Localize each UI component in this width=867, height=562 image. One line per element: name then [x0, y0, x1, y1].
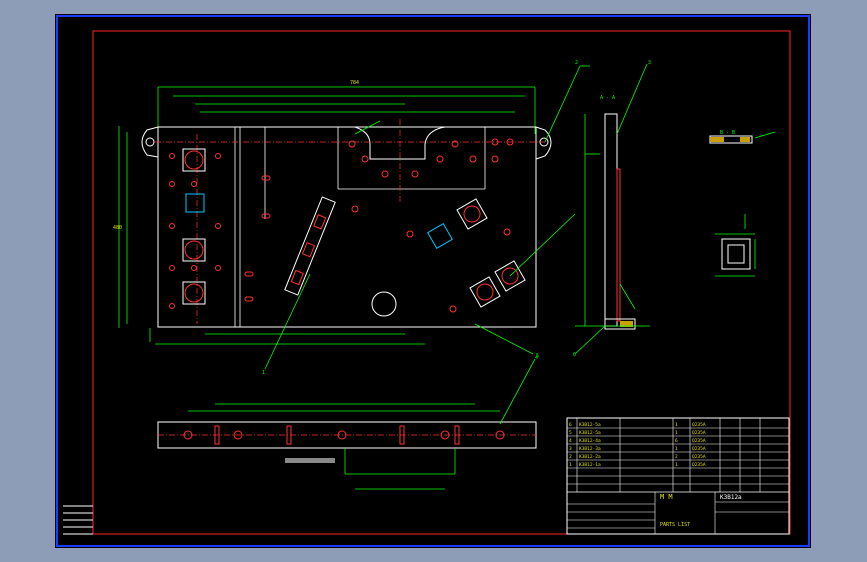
- overall-width-dim: 784: [350, 80, 359, 86]
- left-lug: [141, 126, 159, 158]
- part-row-6-qty: 1: [675, 462, 678, 468]
- inclined-bracket: [284, 196, 336, 296]
- highlighted-boss: [185, 193, 205, 213]
- drawing-number: K3B12a: [720, 494, 742, 501]
- side-view-aa: A - A: [574, 63, 650, 355]
- part-row-1-no: 6: [569, 422, 572, 428]
- balloon-6: 6: [573, 352, 576, 358]
- part-row-1-code: K3B12-5a: [579, 422, 601, 428]
- parts-list-header: PARTS LIST: [660, 522, 690, 528]
- part-row-5-no: 2: [569, 454, 572, 460]
- overall-height-dim: 480: [113, 225, 122, 231]
- sheet-border: [56, 15, 810, 547]
- part-row-5-code: K3B12-2a: [579, 454, 601, 460]
- part-row-1-qty: 1: [675, 422, 678, 428]
- part-row-4-code: K3B12-3a: [579, 446, 601, 452]
- part-row-5-material: Q235A: [692, 454, 706, 460]
- part-row-2-code: K3B12-5a: [579, 430, 601, 436]
- front-elevation: [157, 358, 537, 490]
- left-revision-block: [63, 505, 93, 535]
- part-row-4-qty: 1: [675, 446, 678, 452]
- large-hole: [371, 291, 397, 317]
- drawing-frame: [92, 30, 791, 535]
- part-row-3-material: Q235A: [692, 438, 706, 444]
- balloon-2: 2: [575, 60, 578, 66]
- part-row-3-no: 4: [569, 438, 572, 444]
- part-row-2-no: 5: [569, 430, 572, 436]
- plan-view: 784 480: [113, 65, 590, 370]
- part-row-3-qty: 6: [675, 438, 678, 444]
- section-a-label: A - A: [600, 95, 615, 101]
- part-row-5-qty: 2: [675, 454, 678, 460]
- section-bb: B - B: [709, 130, 776, 144]
- part-row-6-material: Q235A: [692, 462, 706, 468]
- part-row-4-material: Q235A: [692, 446, 706, 452]
- drawing-sheet: 784 480: [55, 14, 811, 548]
- drawing-title: M M: [660, 493, 673, 501]
- balloon-5: 5: [536, 353, 539, 359]
- part-row-1-material: Q235A: [692, 422, 706, 428]
- part-row-2-material: Q235A: [692, 430, 706, 436]
- part-row-6-code: K3B12-1a: [579, 462, 601, 468]
- title-block: 6 K3B12-5a 1 Q235A 5 K3B12-5a 1 Q235A 4 …: [566, 417, 790, 535]
- part-row-6-no: 1: [569, 462, 572, 468]
- left-lug-hole: [145, 137, 155, 147]
- right-lug: [535, 126, 552, 160]
- balloon-1: 1: [262, 370, 265, 376]
- part-row-4-no: 3: [569, 446, 572, 452]
- balloons: 1 2 3 4 5 6: [262, 60, 651, 376]
- drawing-canvas: 784 480: [56, 15, 810, 547]
- part-row-3-code: K3B12-4a: [579, 438, 601, 444]
- balloon-4: 4: [535, 355, 538, 361]
- section-b-label: B - B: [720, 130, 735, 136]
- balloon-3: 3: [648, 60, 651, 66]
- section-detail-square: [715, 214, 756, 277]
- part-row-2-qty: 1: [675, 430, 678, 436]
- rotated-highlighted-boss: [427, 223, 453, 249]
